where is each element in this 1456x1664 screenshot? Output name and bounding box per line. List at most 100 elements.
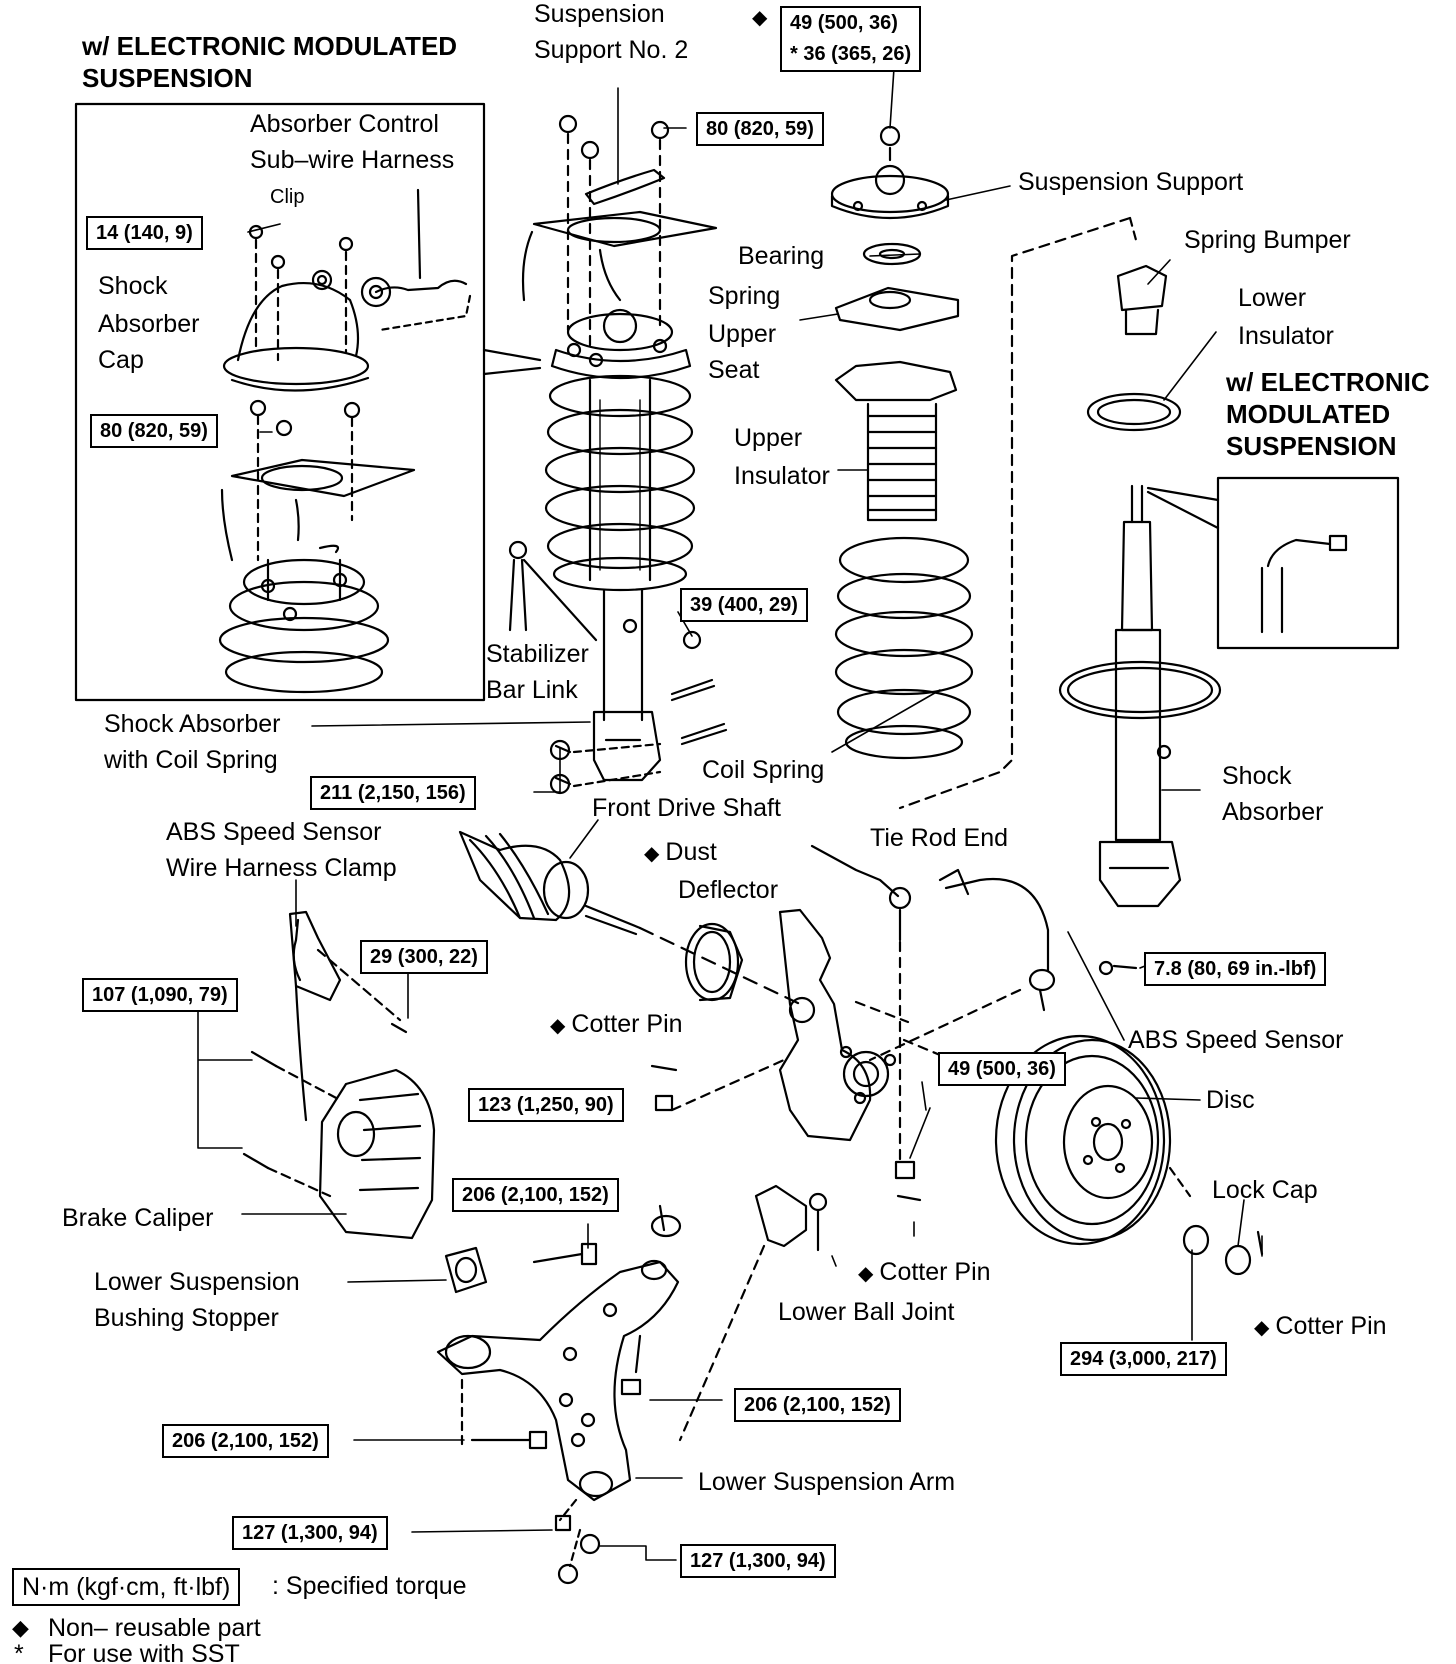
legend-torque-units: N·m (kgf·cm, ft·lbf)	[12, 1568, 241, 1606]
label-shock-absorber-cap-line2: Absorber	[98, 310, 200, 338]
label-bushing-stopper-line1: Lower Suspension	[94, 1268, 300, 1296]
label-stabilizer-line2: Bar Link	[486, 676, 578, 704]
torque-206-a: 206 (2,100, 152)	[452, 1178, 619, 1212]
label-bushing-stopper-line2: Bushing Stopper	[94, 1304, 279, 1332]
torque-211: 211 (2,150, 156)	[310, 776, 476, 810]
label-shock-coil-line2: with Coil Spring	[104, 746, 278, 774]
label-coil-spring: Coil Spring	[702, 756, 825, 784]
label-lower-suspension-arm: Lower Suspension Arm	[698, 1468, 956, 1496]
label-shock-absorber-cap-line3: Cap	[98, 346, 144, 374]
leader-lines	[197, 67, 1263, 1561]
torque-206-c: 206 (2,100, 152)	[162, 1424, 329, 1458]
right-dashed-bracket	[898, 216, 1138, 810]
centre-strut-upper	[521, 210, 718, 380]
dust-deflector-part	[684, 922, 744, 1002]
torque-14: 14 (140, 9)	[86, 216, 203, 250]
label-suspension-support: Suspension Support	[1018, 168, 1244, 196]
torque-49-mid: 49 (500, 36)	[938, 1052, 1066, 1086]
torque-7-8: 7.8 (80, 69 in.-lbf)	[1144, 952, 1327, 986]
label-tie-rod-end: Tie Rod End	[870, 824, 1009, 852]
torque-123: 123 (1,250, 90)	[468, 1088, 624, 1122]
lower-insulator-part	[1086, 392, 1182, 432]
spring-bumper-part	[1116, 264, 1168, 336]
inset-frame-top-left	[74, 102, 542, 702]
label-disc: Disc	[1206, 1086, 1255, 1114]
torque-39: 39 (400, 29)	[680, 588, 808, 622]
label-shock-absorber-line2: Absorber	[1222, 798, 1324, 826]
abs-clamp-bracket	[288, 910, 408, 1122]
label-shock-absorber-line1: Shock	[1222, 762, 1292, 790]
torque-29: 29 (300, 22)	[360, 940, 488, 974]
legend-sst: For use with SST	[48, 1640, 240, 1664]
torque-80-top: 80 (820, 59)	[696, 112, 824, 146]
label-absorber-control-line1: Absorber Control	[250, 110, 439, 138]
torque-127-a: 127 (1,300, 94)	[232, 1516, 388, 1550]
shock-absorber-part	[1058, 484, 1222, 908]
label-spring-upper-seat-line3: Seat	[708, 356, 760, 384]
label-front-drive-shaft: Front Drive Shaft	[592, 794, 781, 822]
label-bearing: Bearing	[738, 242, 825, 270]
label-lower-insulator-line2: Insulator	[1238, 322, 1334, 350]
spring-upper-seat-part	[834, 286, 960, 332]
legend-torque-meaning: : Specified torque	[272, 1572, 467, 1600]
label-brake-caliper: Brake Caliper	[62, 1204, 214, 1232]
absorber-cap-inset	[222, 188, 472, 392]
torque-49-top-marker: ◆	[752, 7, 768, 29]
label-spring-bumper: Spring Bumper	[1184, 226, 1351, 254]
centre-strut-body	[592, 588, 662, 782]
legend-non-reusable-symbol: ◆	[12, 1615, 29, 1640]
stabilizer-bar-link	[508, 540, 598, 642]
inset-title-right-line2: MODULATED	[1226, 399, 1391, 429]
torque-206-b: 206 (2,100, 152)	[734, 1388, 901, 1422]
label-abs-clamp-line2: Wire Harness Clamp	[166, 854, 397, 882]
lock-cap-and-nut	[1182, 1224, 1264, 1276]
centre-strut-spring	[544, 374, 696, 592]
bushing-stopper-part	[444, 1242, 598, 1294]
right-inset-frame	[1146, 476, 1400, 650]
label-cotter-pin-2: ◆Cotter Pin	[858, 1258, 991, 1286]
torque-294: 294 (3,000, 217)	[1060, 1342, 1227, 1376]
non-reusable-marker: ◆	[1254, 1317, 1270, 1339]
torque-107: 107 (1,090, 79)	[82, 978, 238, 1012]
non-reusable-marker: ◆	[858, 1263, 874, 1285]
label-cotter-pin-3: ◆Cotter Pin	[1254, 1312, 1387, 1340]
tie-rod-end-part	[810, 844, 912, 1162]
cotter-pins-mid	[650, 1058, 922, 1202]
label-lock-cap: Lock Cap	[1212, 1176, 1318, 1204]
non-reusable-marker: ◆	[550, 1015, 566, 1037]
label-suspension-support-no2-line1: Suspension	[534, 0, 665, 28]
legend-non-reusable: Non– reusable part	[48, 1614, 261, 1642]
inset-title-right-line3: SUSPENSION	[1226, 431, 1397, 461]
steering-knuckle-part	[778, 908, 1002, 1142]
coil-spring-part	[834, 536, 974, 760]
front-drive-shaft-part	[458, 830, 802, 1006]
torque-80-inset: 80 (820, 59)	[90, 414, 218, 448]
non-reusable-marker: ◆	[644, 843, 660, 865]
suspension-support-part	[830, 125, 950, 220]
inset-title-top-line2: SUSPENSION	[82, 63, 253, 93]
label-dust-deflector-line2: Deflector	[678, 876, 779, 904]
abs-speed-sensor-part	[868, 868, 1138, 1062]
label-lower-ball-joint: Lower Ball Joint	[778, 1298, 955, 1326]
inset-strut-top	[218, 399, 416, 694]
disc-part	[994, 1034, 1192, 1246]
label-clip: Clip	[270, 186, 305, 208]
torque-127-b: 127 (1,300, 94)	[680, 1544, 836, 1578]
strut-bolts	[549, 630, 728, 795]
label-shock-coil-line1: Shock Absorber	[104, 710, 281, 738]
label-absorber-control-line2: Sub–wire Harness	[250, 146, 455, 174]
torque-49-top: 49 (500, 36) * 36 (365, 26)	[780, 6, 922, 72]
label-lower-insulator-line1: Lower	[1238, 284, 1307, 312]
label-spring-upper-seat-line1: Spring	[708, 282, 781, 310]
lower-arm-bolts	[460, 1378, 601, 1585]
label-abs-clamp-line1: ABS Speed Sensor	[166, 818, 382, 846]
inset-title-right-line1: w/ ELECTRONIC	[1226, 367, 1430, 397]
label-shock-absorber-cap-line1: Shock	[98, 272, 168, 300]
label-upper-insulator-line1: Upper	[734, 424, 803, 452]
label-cotter-pin-1: ◆Cotter Pin	[550, 1010, 683, 1038]
legend-sst-symbol: *	[14, 1640, 24, 1664]
label-abs-speed-sensor: ABS Speed Sensor	[1128, 1026, 1344, 1054]
label-suspension-support-no2-line2: Support No. 2	[534, 36, 689, 64]
